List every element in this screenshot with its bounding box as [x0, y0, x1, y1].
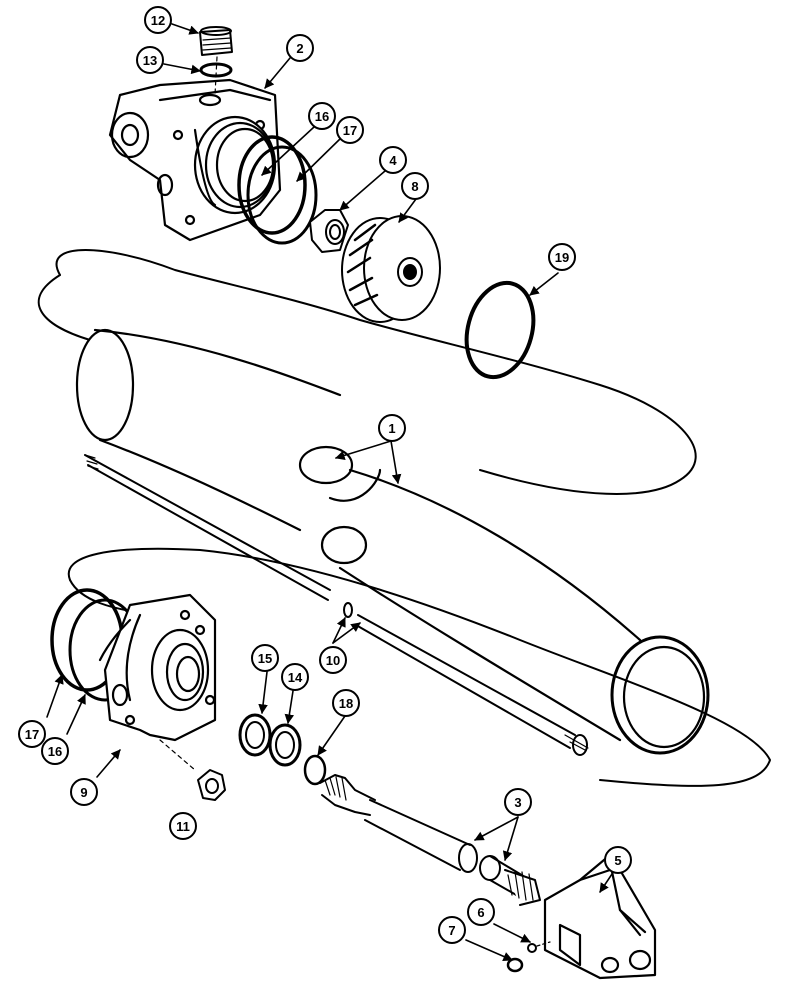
callout-label: 15 — [258, 651, 272, 666]
callout-circle — [438, 916, 466, 944]
wiper-15-inner — [245, 721, 265, 749]
callout-5: 5 — [604, 846, 632, 874]
callout-15: 15 — [251, 644, 279, 672]
callout-circle — [504, 788, 532, 816]
callout-label: 17 — [343, 123, 357, 138]
callout-label: 14 — [288, 670, 303, 685]
ball-6 — [527, 943, 537, 953]
callout-circle — [379, 146, 407, 174]
callout-13: 13 — [136, 46, 164, 74]
callout-4: 4 — [379, 146, 407, 174]
callout-circle — [336, 116, 364, 144]
phantom-outline-lower — [67, 547, 771, 787]
callout-circle — [401, 172, 429, 200]
piston-rod-3 — [319, 774, 541, 906]
oring-18 — [303, 754, 327, 786]
callout-circle — [286, 34, 314, 62]
callout-10: 10 — [319, 646, 347, 674]
callout-circle — [41, 737, 69, 765]
callout-label: 16 — [48, 744, 62, 759]
callout-label: 9 — [80, 785, 87, 800]
callout-18: 18 — [332, 689, 360, 717]
callout-17b: 17 — [18, 720, 46, 748]
callout-label: 13 — [143, 53, 157, 68]
lower-end-cap — [50, 588, 217, 742]
callout-label: 8 — [411, 179, 418, 194]
callout-circle — [378, 414, 406, 442]
callout-14: 14 — [281, 663, 309, 691]
callout-circle — [332, 689, 360, 717]
callout-2: 2 — [286, 34, 314, 62]
callout-label: 18 — [339, 696, 353, 711]
nut-11 — [159, 739, 226, 801]
callout-label: 7 — [448, 923, 455, 938]
callout-circle — [251, 644, 279, 672]
callout-label: 16 — [315, 109, 329, 124]
callout-label: 10 — [326, 653, 340, 668]
callout-circle — [319, 646, 347, 674]
piston-8 — [341, 215, 441, 323]
oring-13 — [199, 62, 233, 78]
oring-19 — [464, 280, 536, 380]
callout-group: 12 13 2 16 17 48 19 1 15 14 18 10 17 16 9 11 3 5 6 7 — [18, 6, 632, 944]
callout-1: 1 — [378, 414, 406, 442]
callout-label: 17 — [25, 727, 39, 742]
set-screw-7 — [506, 957, 524, 973]
callout-circle — [281, 663, 309, 691]
callout-label: 19 — [555, 250, 569, 265]
callout-label: 4 — [389, 153, 397, 168]
clevis-5 — [543, 853, 657, 980]
phantom-outline-upper — [55, 249, 697, 495]
callout-circle — [136, 46, 164, 74]
callout-label: 6 — [477, 905, 484, 920]
callout-8: 8 — [401, 172, 429, 200]
callout-3: 3 — [504, 788, 532, 816]
callout-12: 12 — [144, 6, 172, 34]
callout-circle — [18, 720, 46, 748]
callout-circle — [548, 243, 576, 271]
callout-label: 2 — [296, 41, 303, 56]
callout-6: 6 — [467, 898, 495, 926]
callout-circle — [308, 102, 336, 130]
seal-14 — [268, 723, 302, 767]
callout-9: 9 — [70, 778, 98, 806]
callout-7: 7 — [438, 916, 466, 944]
leader-lines — [46, 23, 613, 961]
callout-19: 19 — [548, 243, 576, 271]
tie-rod-10 — [84, 454, 589, 756]
callout-label: 5 — [614, 853, 621, 868]
phantom-outline-upper-left — [37, 274, 91, 341]
callout-circle — [604, 846, 632, 874]
seal-16-upper — [237, 135, 307, 235]
callout-circle — [169, 812, 197, 840]
seal-14-inner — [275, 731, 295, 759]
callout-label: 11 — [176, 819, 190, 834]
callout-16a: 16 — [308, 102, 336, 130]
callout-circle — [467, 898, 495, 926]
wiper-15 — [238, 713, 272, 757]
seal-17-upper — [246, 145, 318, 245]
nut-4 — [309, 209, 349, 253]
callout-label: 1 — [388, 421, 395, 436]
callout-label: 12 — [151, 13, 165, 28]
callout-17a: 17 — [336, 116, 364, 144]
callout-label: 3 — [514, 795, 521, 810]
callout-circle — [144, 6, 172, 34]
callout-16b: 16 — [41, 737, 69, 765]
callout-11: 11 — [169, 812, 197, 840]
callout-circle — [70, 778, 98, 806]
upper-end-cap — [108, 78, 282, 242]
